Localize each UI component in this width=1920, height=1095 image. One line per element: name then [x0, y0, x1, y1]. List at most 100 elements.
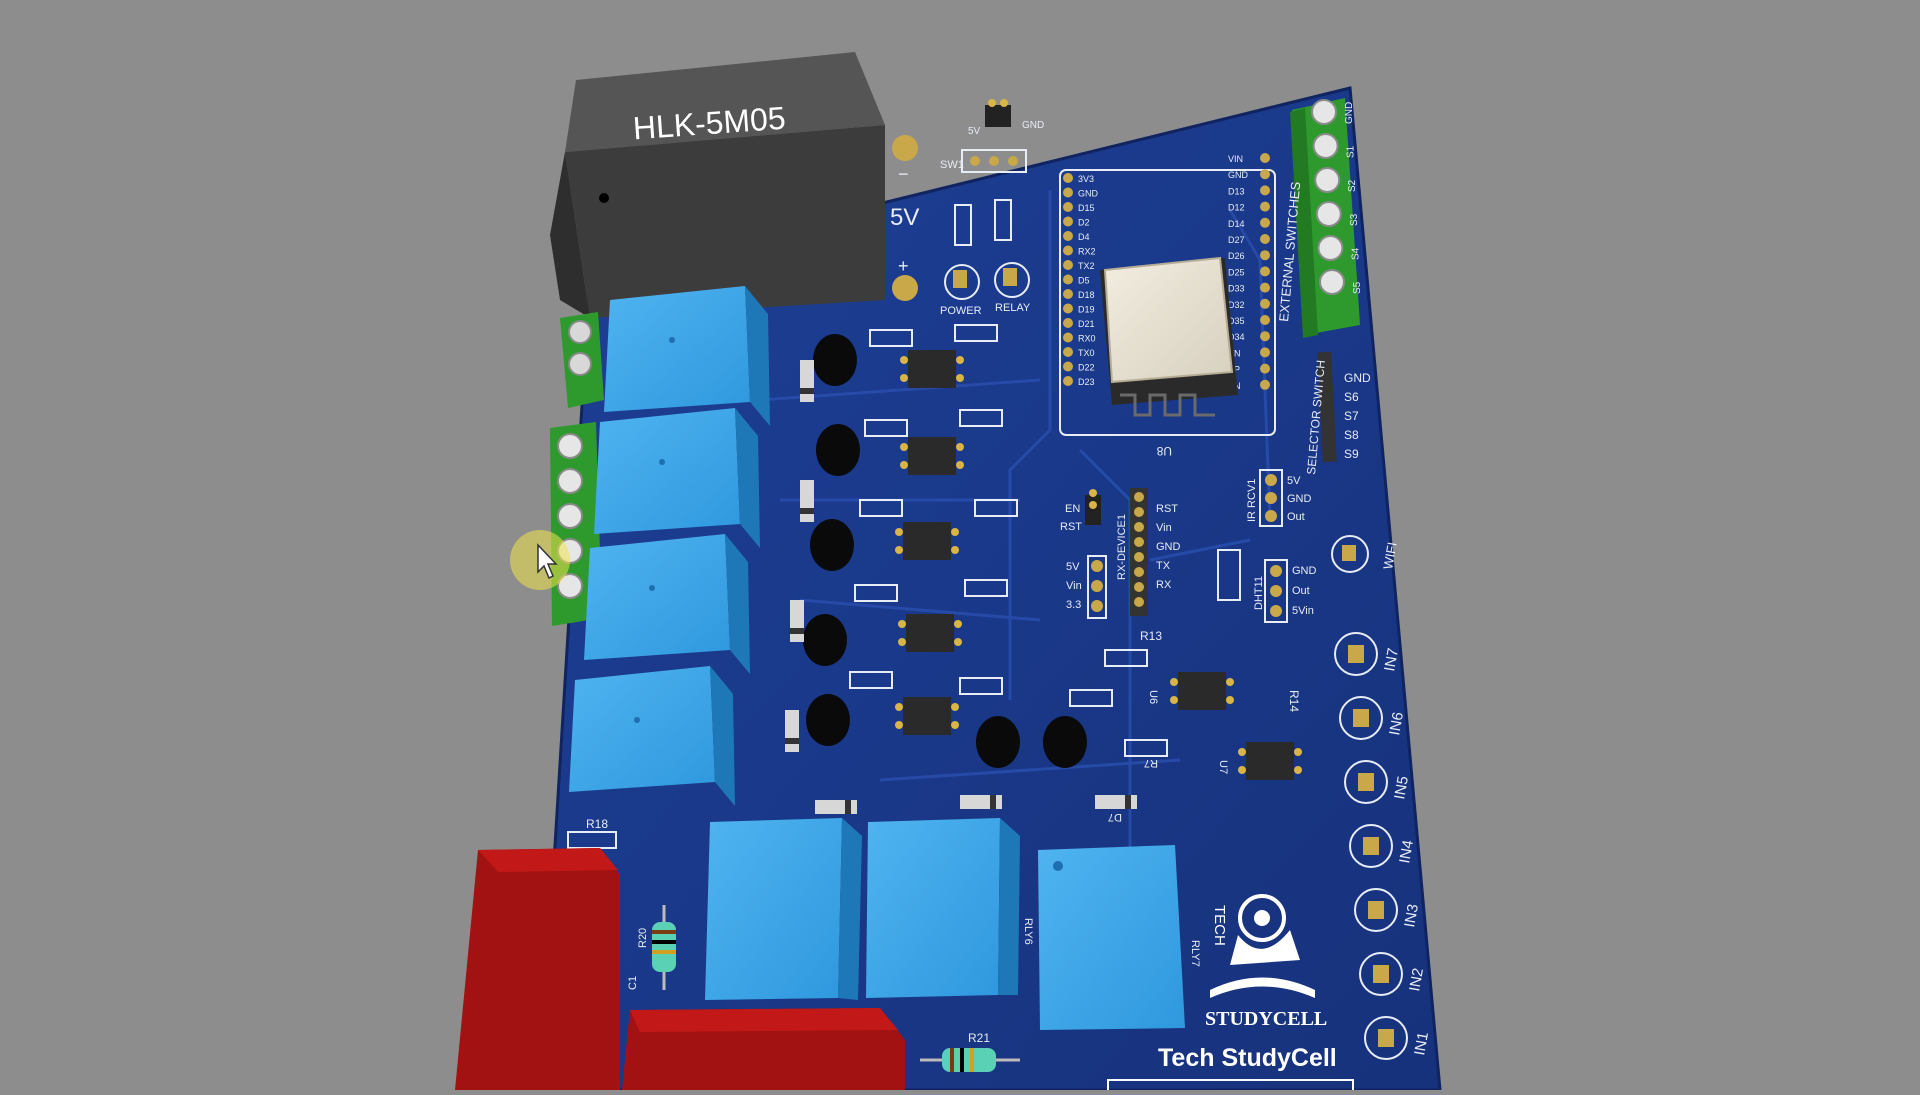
pin-pad [956, 461, 964, 469]
pin-pad [1063, 274, 1073, 285]
relay [584, 534, 750, 674]
diode-band [800, 388, 814, 394]
pin-pad [951, 703, 959, 711]
pin-pad [895, 721, 903, 729]
esp-right-pin-label: D33 [1228, 284, 1245, 294]
esp-right-pin-label: D13 [1228, 186, 1245, 196]
resistor [859, 499, 903, 517]
pin-pad [1260, 298, 1270, 309]
pin-pad [1260, 217, 1270, 228]
pin-pad [1063, 187, 1073, 198]
pin-pad [954, 638, 962, 646]
resistor [864, 419, 908, 437]
pin-pad [951, 528, 959, 536]
studycell-logo [1210, 894, 1315, 998]
rx-device-header [1130, 488, 1148, 616]
relay-column-left [569, 286, 770, 806]
pin-pad [900, 461, 908, 469]
power-led-pad [944, 264, 980, 300]
pin-pad [956, 374, 964, 382]
relay [569, 666, 735, 806]
esp-left-pin-label: D4 [1078, 232, 1090, 242]
optocoupler [908, 350, 956, 388]
brand-name: Tech StudyCell [1158, 1044, 1337, 1072]
screw-terminal [557, 468, 583, 494]
screw-terminal [557, 573, 583, 599]
power-select-pin-label: 3.3 [1066, 599, 1081, 611]
optocoupler [903, 522, 951, 560]
pin-pad [1063, 303, 1073, 314]
ir-receiver-header [1259, 469, 1283, 527]
pin-pad [1294, 766, 1302, 774]
input-pad-ring [1359, 952, 1403, 996]
diode-band [1125, 795, 1131, 809]
rx-pin-label: RST [1156, 503, 1178, 515]
pin-pad [1134, 597, 1144, 607]
optocoupler [903, 697, 951, 735]
pin-pad [956, 356, 964, 364]
input-pad [1363, 837, 1379, 855]
diodes [785, 360, 1137, 814]
resistor [954, 204, 972, 246]
diode-band [800, 508, 814, 514]
pin-pad [1260, 282, 1270, 293]
input-label: IN1 [1411, 1031, 1432, 1057]
pin-pad [1260, 250, 1270, 261]
input-pad-ring [1349, 824, 1393, 868]
relay-bottom-1 [705, 818, 862, 1000]
pin-pad [1063, 216, 1073, 227]
esp-left-pin-label: D5 [1078, 276, 1090, 286]
jumper-5v-label: 5V [968, 126, 981, 137]
esp-right-pin-label: D26 [1228, 251, 1245, 261]
pin-pad [1134, 522, 1144, 532]
dht-pin-label: GND [1292, 565, 1317, 577]
esp-left-pin-label: 3V3 [1078, 174, 1094, 184]
resistor [1069, 689, 1113, 707]
input-label: IN2 [1406, 967, 1427, 993]
input-pad-ring [1334, 632, 1378, 676]
esp-left-pin-column: 3V3GNDD15D2D4RX2TX2D5D18D19D21RX0TX0D22D… [1063, 173, 1099, 387]
relay-bottom-2 [866, 818, 1020, 998]
diode [790, 600, 804, 642]
input-label: IN6 [1386, 711, 1407, 737]
relay-mark [634, 717, 640, 723]
optocoupler [1246, 742, 1294, 780]
input-pad-ring [1354, 888, 1398, 932]
ir-pin-label: GND [1287, 493, 1312, 505]
pad [892, 275, 918, 301]
screw-terminal [557, 503, 583, 529]
screw-terminal [1312, 133, 1339, 159]
screw-terminal [1314, 167, 1341, 193]
r13-label: R13 [1140, 629, 1162, 643]
five-v-label: 5V [890, 204, 919, 231]
external-switch-pin-label: S1 [1346, 145, 1357, 158]
resistor-r20 [652, 905, 676, 990]
esp-right-pin-label: GND [1228, 170, 1249, 180]
pin-pad [1260, 347, 1270, 358]
esp-right-pin-label: D25 [1228, 267, 1245, 277]
external-switch-pin-label: S2 [1347, 179, 1358, 192]
mouse-cursor [510, 530, 570, 590]
relay-top [569, 666, 715, 792]
pin-pad [1226, 696, 1234, 704]
diode-band [790, 628, 804, 634]
relay-top [604, 286, 750, 412]
esp-right-pin-label: VIN [1228, 154, 1243, 164]
pin-pad [1063, 231, 1073, 241]
pin-pad [951, 546, 959, 554]
relay-indicator-label: RELAY [995, 302, 1031, 314]
esp-left-pin-label: D2 [1078, 218, 1090, 228]
selector-pin-label: S7 [1344, 409, 1359, 423]
pin-pad [1063, 376, 1073, 386]
selector-pin-label: S6 [1344, 390, 1359, 404]
esp-left-pin-label: D23 [1078, 377, 1095, 387]
esp-right-pin-label: D14 [1228, 219, 1245, 229]
wifi-led-pad [1331, 535, 1369, 573]
r20-label: R20 [637, 928, 649, 948]
pin-pad [1238, 748, 1246, 756]
rx-pin-label: RX [1156, 579, 1172, 591]
input-pad [1358, 773, 1374, 791]
